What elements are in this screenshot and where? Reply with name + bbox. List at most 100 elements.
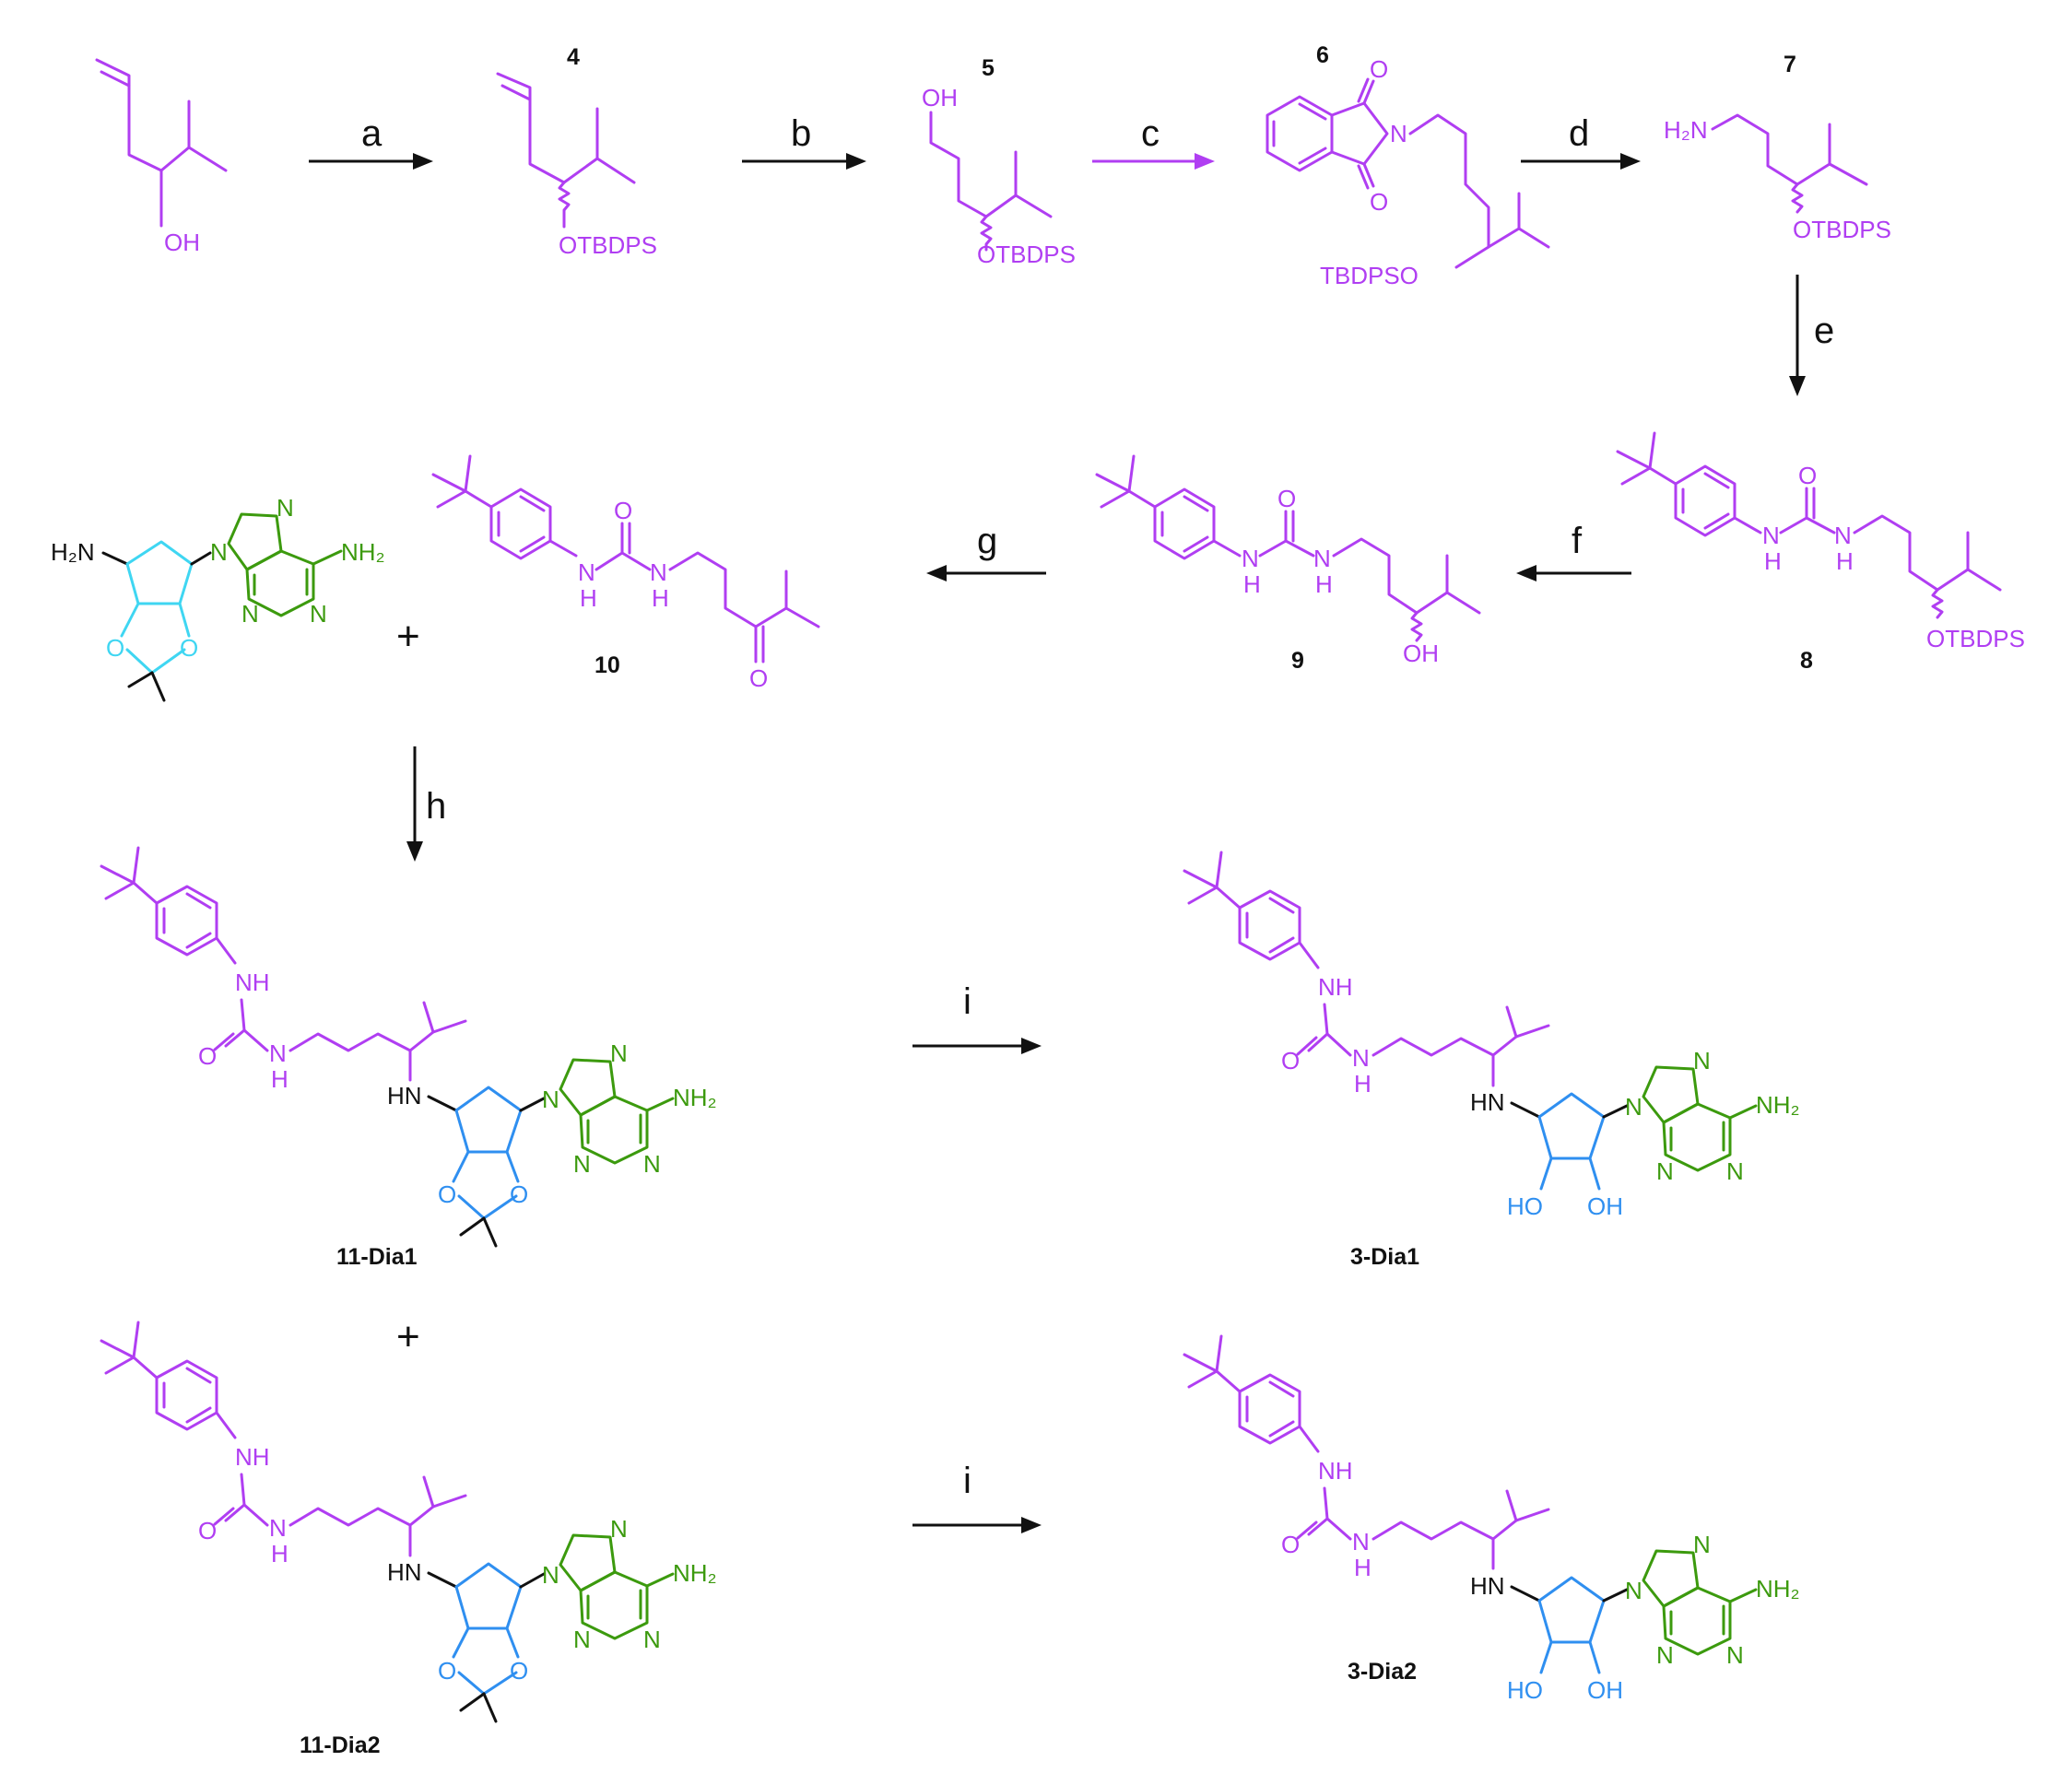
nh2-label: NH₂ <box>341 538 385 566</box>
n-label: N <box>1762 522 1780 549</box>
compound-8: N H O N H OTBDPS 8 <box>1616 431 2025 674</box>
arrow-g: g <box>926 521 1046 581</box>
nh2-label: NH₂ <box>673 1084 717 1111</box>
arrow-c: c <box>1092 113 1215 170</box>
n-label: N <box>269 1514 287 1542</box>
ho-label: HO <box>1507 1676 1543 1704</box>
compound-9: N H O N H OH 9 <box>1095 454 1481 674</box>
h2n-label: H₂N <box>51 538 95 566</box>
nh-label: NH <box>235 969 270 996</box>
compound-6: 6 O O N TBDPSO <box>1266 42 1550 289</box>
n-label: N <box>610 1039 628 1067</box>
n-label: N <box>578 558 595 586</box>
n-label: N <box>1242 545 1259 572</box>
o-label: O <box>510 1657 528 1685</box>
h-label: H <box>652 584 669 612</box>
n-label: N <box>610 1515 628 1543</box>
n-label: N <box>1352 1528 1370 1556</box>
arrow-i-lower: i <box>912 1461 1042 1533</box>
o-label: O <box>198 1042 217 1070</box>
n-label: N <box>1656 1157 1674 1185</box>
arrow-d: d <box>1521 113 1641 170</box>
o-label: O <box>1370 55 1388 83</box>
compound-4-label: 4 <box>567 44 580 70</box>
o-label: O <box>438 1180 456 1208</box>
arrow-e: e <box>1789 275 1834 396</box>
compound-5: 5 OH OTBDPS <box>922 55 1076 268</box>
step-d-label: d <box>1569 113 1589 154</box>
h-label: H <box>1354 1554 1372 1581</box>
compound-3-dia1: NH O N H HN HO OH N N N N NH₂ 3-Dia1 <box>1183 851 1800 1270</box>
step-a-label: a <box>361 113 383 154</box>
hn-label: HN <box>387 1558 422 1586</box>
compound-11-dia2: NH O N H HN O O N N N N NH₂ 11-Dia2 <box>100 1321 717 1758</box>
oh-label: OH <box>164 229 200 256</box>
o-label: O <box>1281 1531 1300 1558</box>
step-e-label: e <box>1814 311 1834 351</box>
n-label: N <box>1834 522 1852 549</box>
n-label: N <box>1726 1157 1744 1185</box>
starting-alcohol: OH <box>95 58 228 256</box>
plus-sign: + <box>396 1314 420 1359</box>
hn-label: HN <box>387 1082 422 1110</box>
n-label: N <box>1352 1044 1370 1072</box>
h-label: H <box>1315 570 1333 598</box>
arrow-a: a <box>309 113 433 170</box>
step-i-label: i <box>963 1461 971 1501</box>
o-label: O <box>614 497 632 524</box>
n-label: N <box>1625 1577 1642 1604</box>
h-label: H <box>1764 547 1782 575</box>
o-label: O <box>510 1180 528 1208</box>
hn-label: HN <box>1470 1572 1505 1600</box>
n-label: N <box>643 1150 661 1178</box>
compound-5-label: 5 <box>982 55 995 81</box>
compound-3-dia2: NH O N H HN HO OH N N N N NH₂ 3-Dia2 <box>1183 1334 1800 1704</box>
arrow-b: b <box>742 113 866 170</box>
compound-10: N H O N H O 10 <box>431 454 820 692</box>
oh-label: OH <box>1587 1676 1623 1704</box>
n-label: N <box>573 1150 591 1178</box>
n-label: N <box>241 600 259 628</box>
otbdps-label: OTBDPS <box>977 241 1076 268</box>
n-label: N <box>277 494 294 522</box>
n-label: N <box>1390 120 1407 147</box>
step-i-label: i <box>963 981 971 1022</box>
n-label: N <box>1693 1531 1711 1558</box>
n-label: N <box>1313 545 1331 572</box>
o-label: O <box>1370 188 1388 216</box>
n-label: N <box>542 1086 559 1113</box>
h-label: H <box>271 1540 288 1568</box>
step-h-label: h <box>426 786 446 827</box>
compound-4: 4 OTBDPS <box>496 44 657 259</box>
n-label: N <box>1726 1641 1744 1669</box>
nh-label: NH <box>1318 973 1353 1001</box>
n-label: N <box>269 1039 287 1067</box>
compound-11-dia1: NH O N H HN O O N N N N NH₂ 11-Dia1 <box>100 846 717 1270</box>
plus-sign: + <box>396 614 420 659</box>
oh-label: OH <box>1587 1192 1623 1220</box>
step-c-label: c <box>1141 113 1160 154</box>
nh-label: NH <box>1318 1457 1353 1485</box>
otbdps-label: OTBDPS <box>559 231 657 259</box>
otbdps-label: OTBDPS <box>1926 625 2025 652</box>
n-label: N <box>1625 1093 1642 1121</box>
n-label: N <box>650 558 667 586</box>
o-label: O <box>1281 1047 1300 1074</box>
compound-7: 7 H₂N OTBDPS <box>1664 52 1891 243</box>
compound-6-label: 6 <box>1316 42 1329 68</box>
arrow-i-upper: i <box>912 981 1042 1054</box>
arrow-f: f <box>1516 521 1631 581</box>
n-label: N <box>643 1626 661 1653</box>
compound-3-dia1-label: 3-Dia1 <box>1350 1244 1419 1270</box>
compound-11-dia2-label: 11-Dia2 <box>300 1732 381 1758</box>
o-label: O <box>1277 485 1296 512</box>
o-label: O <box>198 1517 217 1544</box>
step-g-label: g <box>977 521 997 561</box>
oh-label: OH <box>1403 640 1439 667</box>
compound-9-label: 9 <box>1291 648 1304 674</box>
h-label: H <box>1243 570 1261 598</box>
nh2-label: NH₂ <box>1756 1091 1800 1119</box>
o-label: O <box>749 664 768 692</box>
compound-8-label: 8 <box>1800 648 1813 674</box>
